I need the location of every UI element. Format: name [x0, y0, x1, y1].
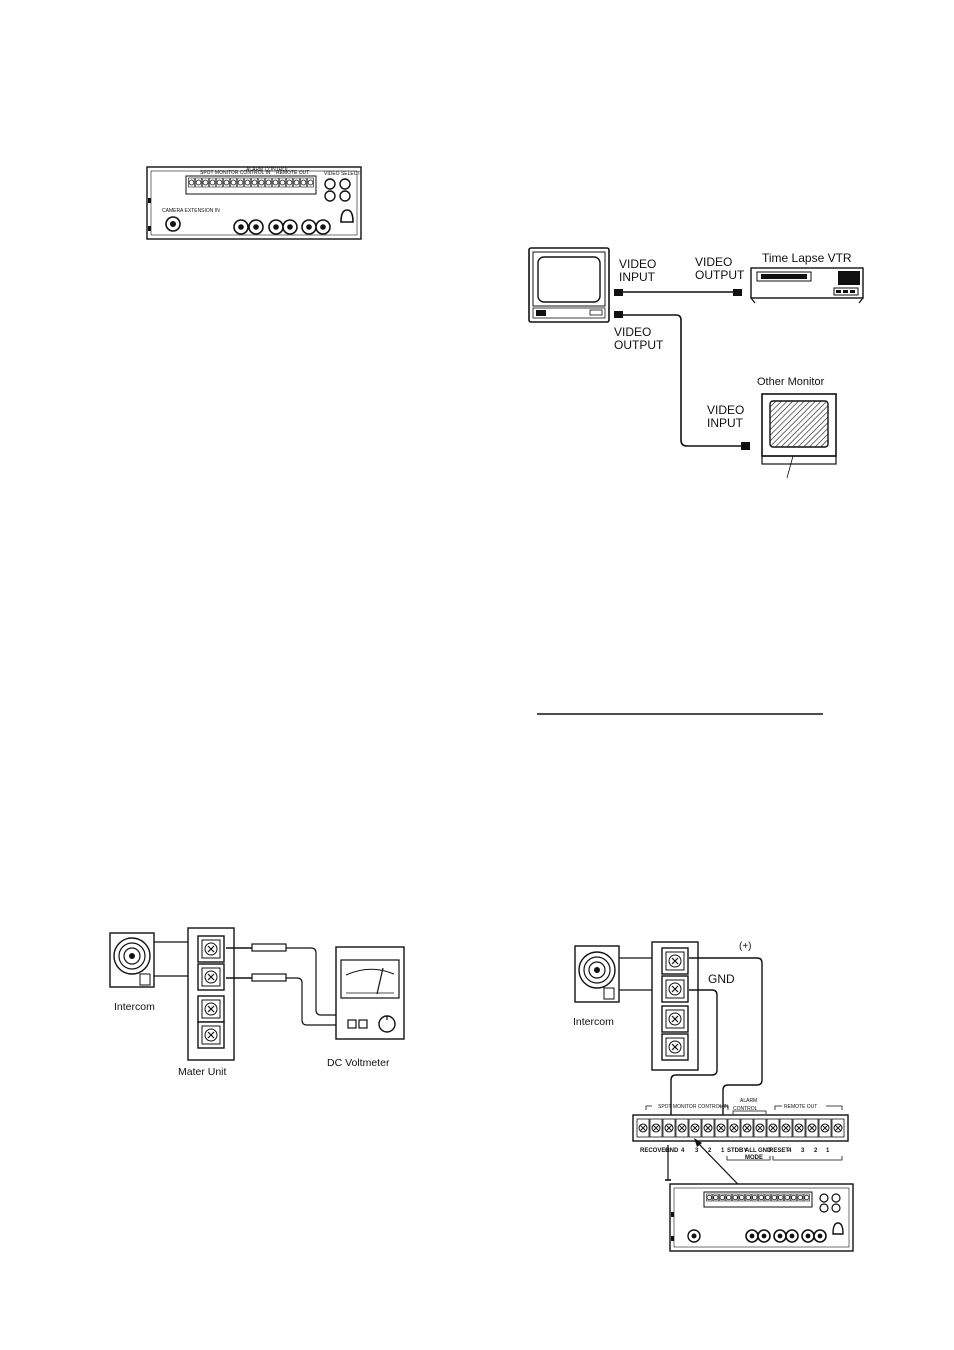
rear-panel-top: SPOT MONITOR CONTROL IN ALARM CONTROL RE…: [146, 166, 362, 240]
video-select-label-top: VIDEO SELECT: [324, 171, 360, 177]
master-unit: [187, 927, 235, 1061]
vtr-title: Time Lapse VTR: [762, 251, 852, 265]
terminal-screw: [307, 177, 314, 188]
other-monitor-plug: [741, 442, 750, 450]
terminal-screw: [251, 177, 258, 188]
terminal-screw: [188, 177, 195, 188]
terminal-label: 4: [788, 1148, 792, 1154]
terminal-label: 2: [708, 1148, 712, 1154]
terminal-label: RESET: [769, 1148, 789, 1154]
terminal-label: 1: [826, 1148, 830, 1154]
terminal-screw: [237, 177, 244, 188]
terminal-screw: [712, 1193, 719, 1202]
intercom-left: [109, 932, 155, 988]
other-monitor: Other Monitor: [757, 376, 837, 479]
master-unit-right: [651, 941, 699, 1071]
intercom-label-right: Intercom: [573, 1016, 614, 1028]
remote-out-label: REMOTE OUT: [784, 1104, 817, 1110]
terminal-screw: [230, 177, 237, 188]
voltmeter-label: DC Voltmeter: [327, 1057, 390, 1069]
spot-monitor-label: SPOT MONITOR CONTROL IN: [658, 1104, 729, 1110]
terminal-screw: [279, 177, 286, 188]
terminal-screw: [758, 1193, 765, 1202]
terminal-label: GND: [665, 1148, 679, 1154]
intercom-connection-diagram: Intercom (+) GND SPOT MONITOR CONTROL IN…: [573, 941, 854, 1252]
terminal-label: MODE: [745, 1155, 763, 1161]
dc-voltmeter: [335, 946, 405, 1040]
terminal-label: 2: [814, 1148, 818, 1154]
terminal-screw: [706, 1193, 713, 1202]
plus-label: (+): [739, 941, 752, 952]
terminal-screw: [790, 1193, 797, 1202]
terminal-screw: [745, 1193, 752, 1202]
time-lapse-vtr: Time Lapse VTR: [750, 251, 864, 304]
terminal-label: 1: [721, 1148, 725, 1154]
terminal-screw: [784, 1193, 791, 1202]
plus-wire: [689, 957, 763, 1128]
vtr-plug: [733, 289, 742, 296]
terminal-screw: [258, 177, 265, 188]
terminal-screw: [732, 1193, 739, 1202]
gnd-wire: [670, 989, 718, 1128]
terminal-screw: [265, 177, 272, 188]
spot-monitor-label-top: SPOT MONITOR CONTROL IN: [200, 170, 271, 176]
master-unit-label: Mater Unit: [178, 1066, 227, 1078]
camera-extension-label-top: CAMERA EXTENSION IN: [162, 208, 220, 214]
terminal-screw: [777, 1193, 784, 1202]
terminal-label: RECOVER: [640, 1148, 670, 1154]
terminal-screw: [797, 1193, 804, 1202]
main-monitor: [528, 247, 610, 323]
terminal-label: STDBY: [727, 1148, 747, 1154]
terminal-label: GND: [758, 1148, 772, 1154]
terminal-screw: [725, 1193, 732, 1202]
terminal-screw: [202, 177, 209, 188]
terminal-label: 3: [801, 1148, 805, 1154]
remote-out-label-top: REMOTE OUT: [276, 170, 309, 176]
terminal-screw: [738, 1193, 745, 1202]
terminal-screw: [771, 1193, 778, 1202]
intercom-label-left: Intercom: [114, 1001, 155, 1013]
terminal-screw: [216, 177, 223, 188]
terminal-screw: [764, 1193, 771, 1202]
terminal-screw: [223, 177, 230, 188]
terminal-screw: [300, 177, 307, 188]
monitor-video-output-plug: [614, 311, 623, 318]
monitor-video-input-plug: [614, 289, 623, 296]
terminal-label: ALL: [745, 1148, 757, 1154]
terminal-screw: [719, 1193, 726, 1202]
terminal-label: 4: [681, 1148, 685, 1154]
terminal-screw: [209, 177, 216, 188]
terminal-screw: [803, 1193, 810, 1202]
voltmeter-diagram: Intercom Mater Unit DC Voltmeter: [109, 927, 405, 1078]
terminal-screw: [195, 177, 202, 188]
other-monitor-title: Other Monitor: [757, 376, 825, 388]
terminal-screw: [272, 177, 279, 188]
alarm-label-top: ALARM CONTROL: [246, 167, 289, 173]
rear-panel-bottom: [669, 1183, 854, 1252]
terminal-screw: [244, 177, 251, 188]
cable-to-other-monitor: [623, 314, 741, 447]
intercom-right: [574, 945, 620, 1003]
terminal-label: 3: [695, 1148, 699, 1154]
terminal-screw: [751, 1193, 758, 1202]
gnd-label: GND: [708, 972, 735, 986]
terminal-screw: [293, 177, 300, 188]
terminal-screw: [286, 177, 293, 188]
